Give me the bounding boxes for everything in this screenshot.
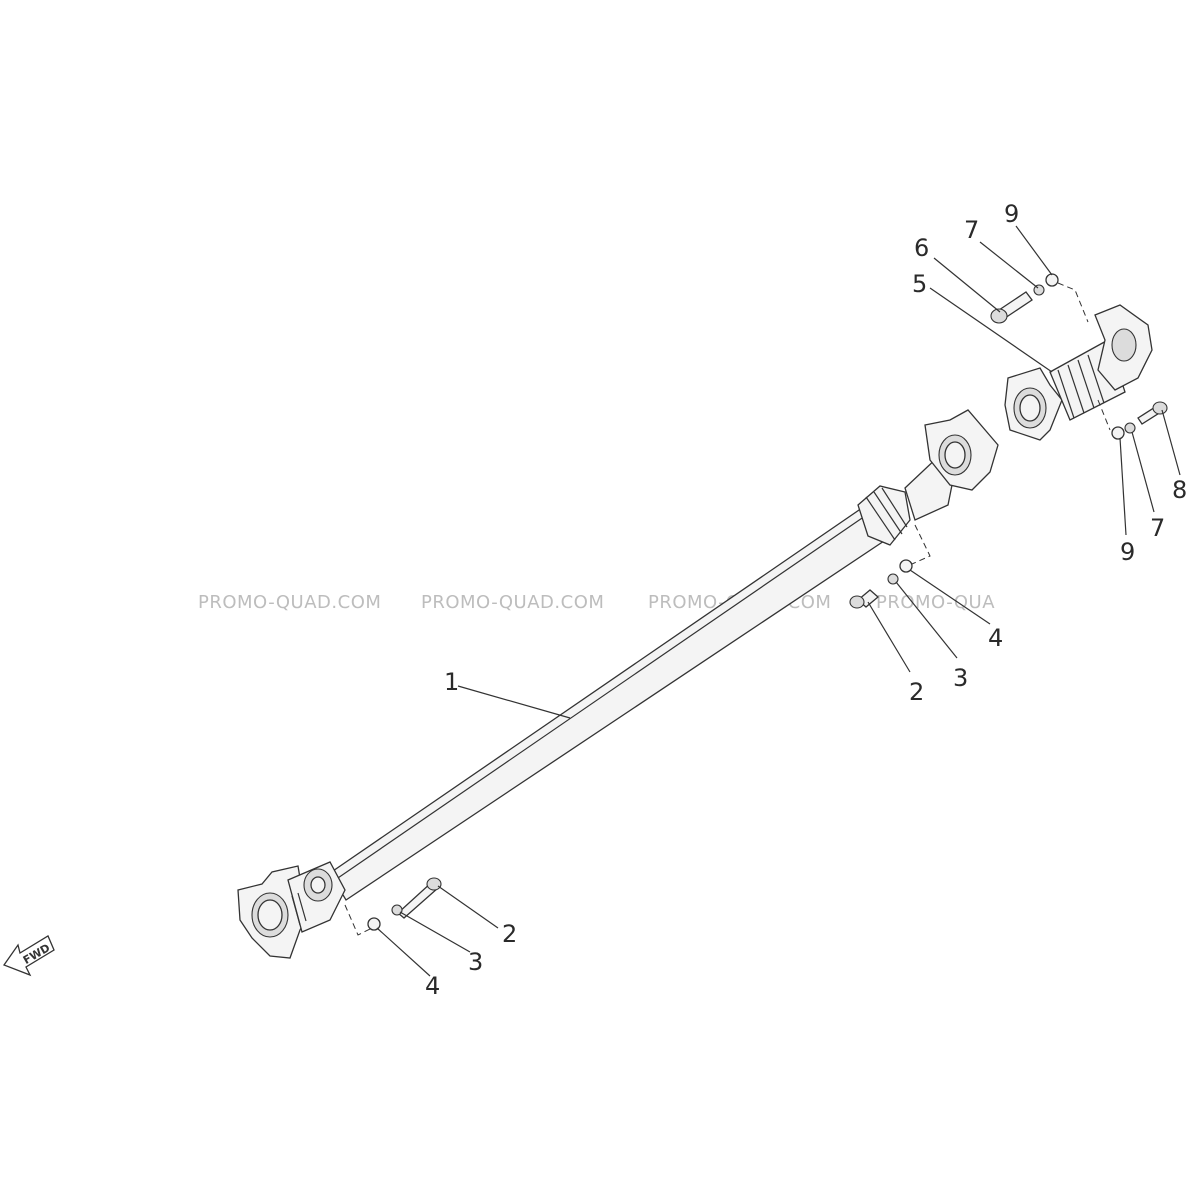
callout-4-rear: 4 <box>988 624 1003 652</box>
callout-8: 8 <box>1172 476 1187 504</box>
callout-1: 1 <box>444 668 459 696</box>
callout-2-front: 2 <box>502 920 517 948</box>
callout-4-front: 4 <box>425 972 440 1000</box>
front-yoke-assembly <box>237 861 346 959</box>
callout-6: 6 <box>914 234 929 262</box>
upper-bolt-set <box>990 273 1089 324</box>
rear-bolt-set <box>849 524 931 609</box>
callout-7-lower: 7 <box>1150 514 1165 542</box>
callout-9-upper: 9 <box>1004 200 1019 228</box>
callout-2-rear: 2 <box>909 678 924 706</box>
leader-lines <box>376 225 1181 977</box>
rear-yoke-assembly <box>857 409 999 546</box>
watermark-1: PROMO-QUAD.COM <box>198 592 381 613</box>
arrow-left-icon <box>2 935 55 977</box>
forward-direction-arrow: FWD <box>2 935 55 977</box>
callout-3-rear: 3 <box>953 664 968 692</box>
watermark-4: PROMO-QUA <box>876 592 995 613</box>
front-bolt-set <box>344 877 442 936</box>
callout-5: 5 <box>912 270 927 298</box>
lower-bolt-set <box>1097 399 1168 440</box>
callout-7-upper: 7 <box>964 216 979 244</box>
watermark-2: PROMO-QUAD.COM <box>421 592 604 613</box>
callout-3-front: 3 <box>468 948 483 976</box>
center-flange-assembly <box>1004 304 1153 441</box>
callout-9-lower: 9 <box>1120 538 1135 566</box>
drive-shaft-tube <box>329 507 892 901</box>
